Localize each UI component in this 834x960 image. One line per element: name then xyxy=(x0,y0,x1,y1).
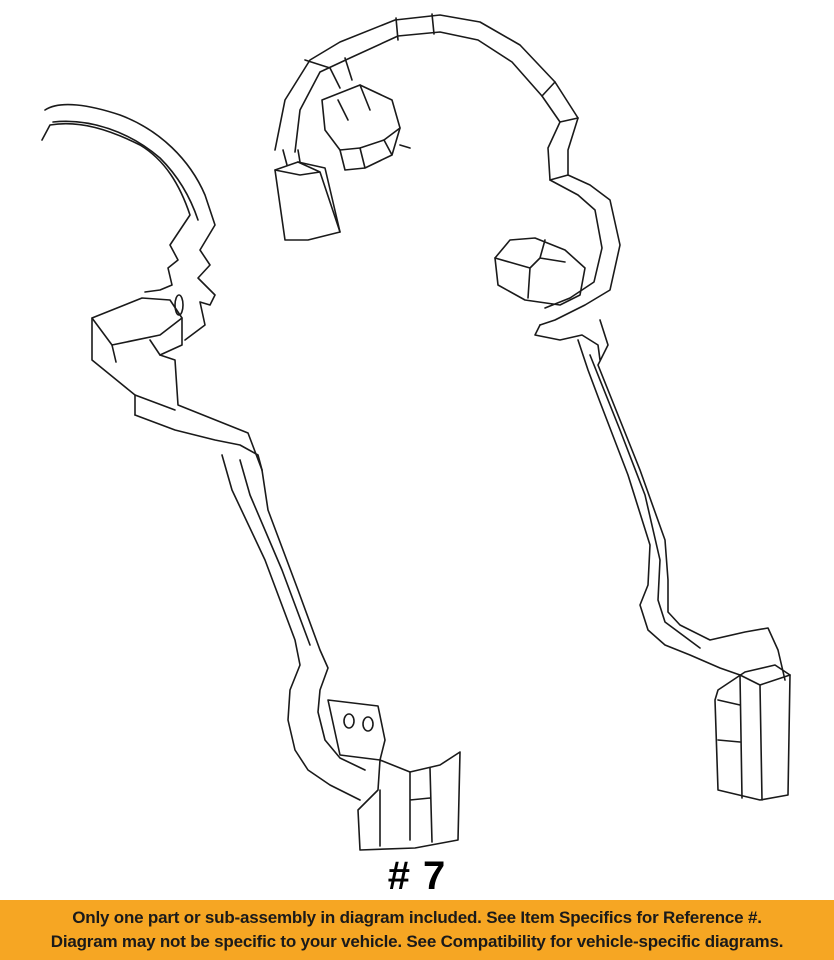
bracket-hole-1 xyxy=(343,713,355,729)
part-number-label: # 7 xyxy=(387,854,447,898)
left-lower-bracket xyxy=(327,699,386,761)
bracket-hole-2 xyxy=(362,716,374,732)
left-harness-top-loom xyxy=(44,103,216,341)
disclaimer-line-2: Diagram may not be specific to your vehi… xyxy=(50,932,784,951)
upper-connector-right xyxy=(494,237,586,306)
disclaimer-banner: Only one part or sub-assembly in diagram… xyxy=(0,900,834,960)
left-upper-clip xyxy=(91,297,183,346)
upper-connector-small xyxy=(321,84,401,151)
right-harness xyxy=(577,319,791,801)
right-harness-connector xyxy=(714,664,791,801)
upper-harness xyxy=(274,13,621,361)
left-harness-top-loom-inner xyxy=(41,122,191,293)
disclaimer-line-1: Only one part or sub-assembly in diagram… xyxy=(72,908,762,927)
left-harness-lower-loom xyxy=(221,454,361,801)
left-harness xyxy=(41,103,461,851)
left-clip-hole xyxy=(174,294,184,316)
right-harness-loom xyxy=(597,319,786,681)
upper-harness-loom xyxy=(274,14,621,326)
wiring-harness-diagram xyxy=(41,13,791,851)
left-lower-connector xyxy=(357,751,461,851)
